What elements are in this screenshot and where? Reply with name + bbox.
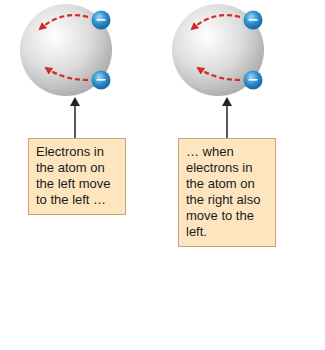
callout-text: … when electrons in the atom on the righ… <box>186 144 269 240</box>
electron <box>244 11 263 30</box>
atom-sphere <box>20 4 112 96</box>
electron <box>92 11 111 30</box>
electron-charge: − <box>244 71 262 89</box>
motion-arrow <box>198 68 240 80</box>
pointer-line <box>226 104 228 138</box>
callout-box: … when electrons in the atom on the righ… <box>178 138 276 247</box>
electron <box>244 71 263 90</box>
callout-text: Electrons in the atom on the left move t… <box>36 144 119 208</box>
electron <box>92 71 111 90</box>
electron-charge: − <box>92 71 110 89</box>
callout-box: Electrons in the atom on the left move t… <box>28 138 126 215</box>
motion-arrow <box>192 15 240 29</box>
pointer-line <box>74 104 76 138</box>
motion-arrow <box>40 15 88 29</box>
pointer-head <box>222 97 232 106</box>
atom-sphere <box>172 4 264 96</box>
electron-charge: − <box>92 11 110 29</box>
electron-charge: − <box>244 11 262 29</box>
pointer-head <box>70 97 80 106</box>
motion-arrow <box>46 68 88 80</box>
